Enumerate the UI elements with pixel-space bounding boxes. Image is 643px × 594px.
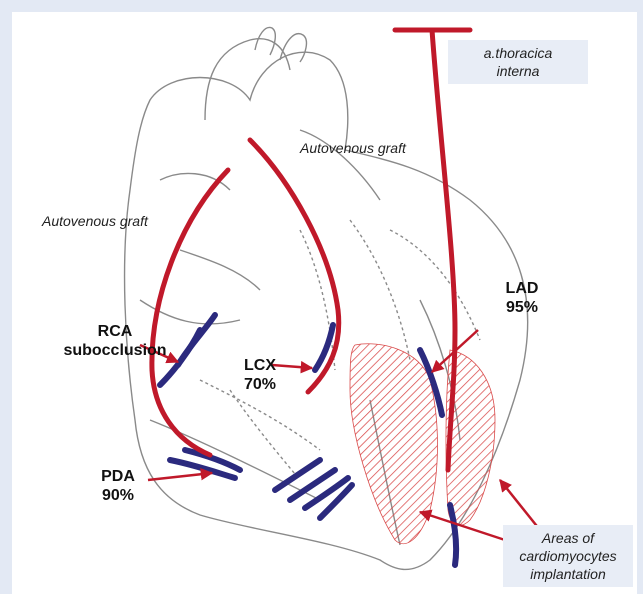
pda-label-line1: PDA: [88, 467, 148, 486]
thoracica-label: a.thoracica interna: [448, 40, 588, 84]
areas-label-line1: Areas of: [513, 529, 623, 547]
areas-arrow-2: [500, 480, 540, 530]
thoracica-graft: [432, 30, 455, 470]
areas-label-line3: implantation: [513, 565, 623, 583]
areas-label: Areas of cardiomyocytes implantation: [503, 525, 633, 587]
lad-label-line1: LAD: [497, 279, 547, 298]
lcx-label-line2: 70%: [238, 375, 282, 394]
areas-label-line2: cardiomyocytes: [513, 547, 623, 565]
rca-label-line2: subocclusion: [60, 341, 170, 360]
lad-label: LAD 95%: [497, 279, 547, 317]
lad-label-line2: 95%: [497, 298, 547, 317]
rca-label: RCA subocclusion: [60, 322, 170, 360]
thoracica-label-line1: a.thoracica: [458, 44, 578, 62]
pda-arrow: [148, 473, 212, 480]
lcx-label-line1: LCX: [238, 356, 282, 375]
upper-graft-label: Autovenous graft: [300, 140, 406, 156]
thoracica-label-line2: interna: [458, 62, 578, 80]
rca-label-line1: RCA: [60, 322, 170, 341]
pda-label-line2: 90%: [88, 486, 148, 505]
pda-label: PDA 90%: [88, 467, 148, 505]
left-graft-label: Autovenous graft: [42, 213, 148, 229]
lcx-label: LCX 70%: [238, 356, 282, 394]
